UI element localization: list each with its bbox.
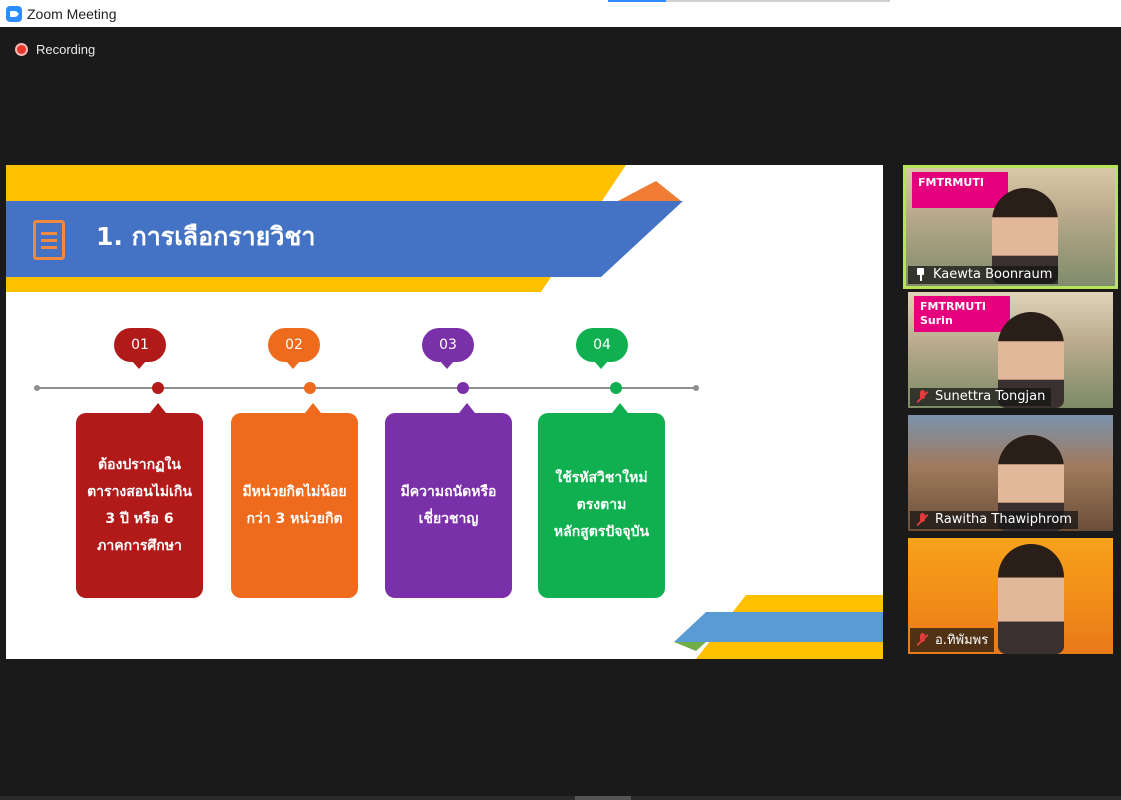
bottom-blue-band — [674, 612, 883, 642]
window-titlebar: Zoom Meeting — [0, 0, 1121, 27]
bottom-green-accent — [674, 642, 706, 651]
step-number-bubble: 01 — [114, 328, 166, 369]
participant-name-tag: Rawitha Thawiphrom — [910, 511, 1078, 529]
timeline-dot — [152, 382, 164, 394]
bottom-scroll-strip — [0, 796, 1121, 800]
step-card: ต้องปรากฏใน ตารางสอนไม่เกิน 3 ปี หรือ 6 … — [76, 403, 203, 598]
mic-muted-icon — [916, 390, 929, 403]
timeline-line — [36, 387, 696, 389]
virtual-background-banner: FMTRMUTI — [912, 172, 1008, 208]
step-card: มีความถนัดหรือ เชี่ยวชาญ — [385, 403, 512, 598]
window-title: Zoom Meeting — [27, 5, 117, 22]
participant-name: Kaewta Boonraum — [933, 267, 1053, 282]
participant-name: อ.ทิพัมพร — [935, 633, 989, 648]
slide-title: 1. การเลือกรายวิชา — [96, 222, 316, 251]
participant-name-tag: Kaewta Boonraum — [908, 266, 1059, 284]
step-card: มีหน่วยกิตไม่น้อย กว่า 3 หน่วยกิต — [231, 403, 358, 598]
step-number-bubble: 02 — [268, 328, 320, 369]
timeline-dot — [304, 382, 316, 394]
participant-video-tile[interactable]: Rawitha Thawiphrom — [908, 415, 1113, 531]
participant-name: Sunettra Tongjan — [935, 389, 1046, 404]
pin-icon — [914, 268, 927, 281]
mic-muted-icon — [916, 633, 929, 646]
timeline-dot — [457, 382, 469, 394]
top-orange-accent — [618, 181, 681, 201]
participant-name-tag: อ.ทิพัมพร — [910, 628, 995, 652]
title-blue-band — [6, 201, 683, 277]
recording-indicator[interactable]: Recording — [15, 42, 95, 57]
virtual-background-banner: FMTRMUTI Surin — [914, 296, 1010, 332]
title-tab-track — [666, 0, 890, 2]
title-tab-indicator — [608, 0, 666, 2]
step-number-bubble: 04 — [576, 328, 628, 369]
step-card: ใช้รหัสวิชาใหม่ ตรงตาม หลักสูตรปัจจุบัน — [538, 403, 665, 598]
timeline-end-dot — [693, 385, 699, 391]
zoom-app-icon — [6, 5, 22, 22]
participant-name: Rawitha Thawiphrom — [935, 512, 1072, 527]
timeline-dot — [610, 382, 622, 394]
mic-muted-icon — [916, 513, 929, 526]
notepad-icon — [33, 220, 65, 260]
participant-name-tag: Sunettra Tongjan — [910, 388, 1052, 406]
step-number-bubble: 03 — [422, 328, 474, 369]
participant-video-tile[interactable]: FMTRMUTI Kaewta Boonraum — [903, 165, 1118, 289]
participant-video-tile[interactable]: อ.ทิพัมพร — [908, 538, 1113, 654]
recording-dot-icon — [15, 43, 28, 56]
shared-screen-slide: 1. การเลือกรายวิชา 01 ต้องปรากฏใน ตารางสอ… — [6, 165, 883, 659]
recording-label: Recording — [36, 42, 96, 57]
participant-video-face — [998, 544, 1064, 654]
slide-decoration — [6, 165, 883, 659]
